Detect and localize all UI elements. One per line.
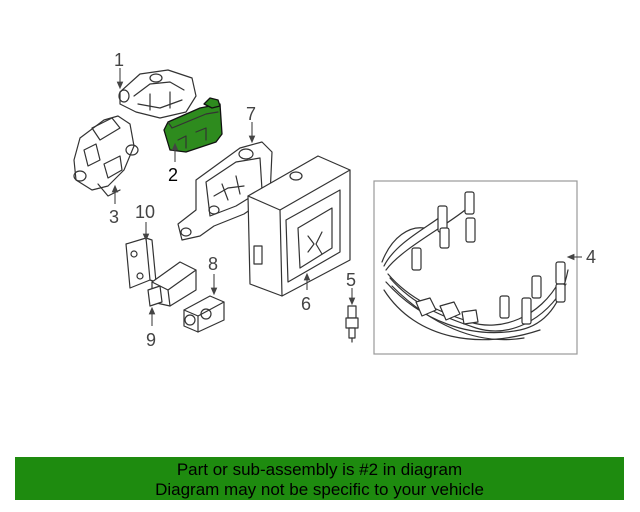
part-8-connector[interactable] bbox=[183, 295, 225, 333]
part-3-bracket[interactable] bbox=[73, 115, 139, 197]
callout-5: 5 bbox=[346, 270, 356, 290]
part-6-control-unit[interactable] bbox=[247, 155, 351, 297]
banner-line-1: Part or sub-assembly is #2 in diagram bbox=[176, 460, 463, 479]
callout-3: 3 bbox=[109, 207, 119, 227]
callout-8: 8 bbox=[208, 254, 218, 274]
callout-2: 2 bbox=[168, 165, 178, 185]
part-5-spark-plug[interactable] bbox=[345, 305, 359, 343]
part-2-module-highlighted[interactable] bbox=[163, 97, 223, 153]
callout-labels: 1 2 3 4 5 6 7 8 9 10 bbox=[109, 50, 596, 350]
callout-1: 1 bbox=[114, 50, 124, 70]
callout-10: 10 bbox=[135, 202, 155, 222]
part-7-bracket[interactable] bbox=[177, 141, 273, 241]
info-banner: Part or sub-assembly is #2 in diagram Di… bbox=[15, 457, 624, 500]
part-9-sensor[interactable] bbox=[147, 261, 197, 307]
callout-9: 9 bbox=[146, 330, 156, 350]
banner-line-2: Diagram may not be specific to your vehi… bbox=[155, 480, 484, 499]
part-4-ignition-wire-set[interactable] bbox=[373, 180, 578, 355]
part-10-bracket[interactable] bbox=[125, 237, 157, 289]
callout-7: 7 bbox=[246, 104, 256, 124]
leader-arrows bbox=[111, 68, 582, 326]
callout-4: 4 bbox=[586, 247, 596, 267]
callout-6: 6 bbox=[301, 294, 311, 314]
part-1-mount-bracket[interactable] bbox=[118, 69, 197, 119]
